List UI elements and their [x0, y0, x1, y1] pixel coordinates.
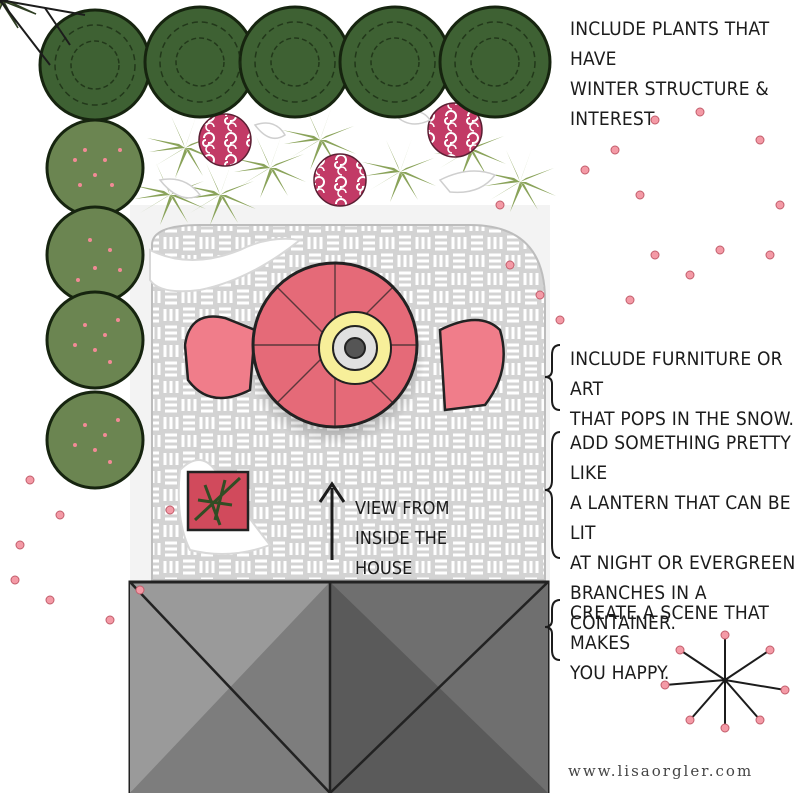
lantern-planter [186, 470, 250, 532]
note-lantern: Add something pretty like a lantern that… [570, 432, 796, 634]
berries [10, 107, 790, 733]
annotation-braces [544, 344, 561, 661]
note-plants: Include plants that have winter structur… [570, 18, 770, 130]
bare-trees [0, 0, 86, 66]
note-furniture: Include furniture or art that pops in th… [570, 348, 795, 430]
speckled-shrubs [45, 118, 145, 490]
view-arrow [318, 481, 346, 560]
house-roof [128, 580, 550, 793]
view-label: View from inside the house [355, 498, 450, 579]
pink-accent-shrubs [198, 102, 483, 207]
patio-table-set [183, 261, 505, 446]
note-scene: Create a scene that makes you happy. [570, 602, 769, 684]
website-link[interactable]: www.lisaorgler.com [568, 762, 754, 780]
boxwood-hedge [38, 5, 552, 122]
